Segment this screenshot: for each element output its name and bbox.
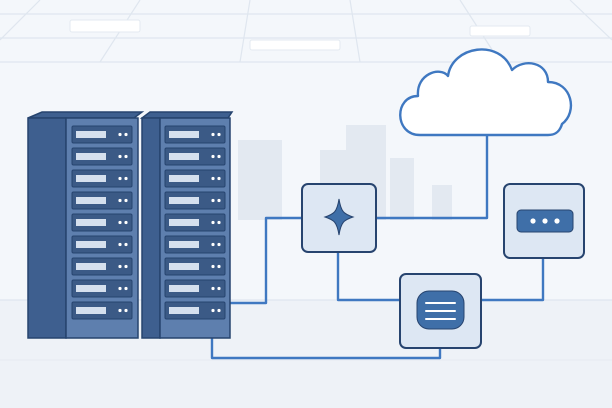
server-led — [211, 286, 215, 291]
server-unit — [71, 301, 133, 320]
server-led — [118, 242, 122, 247]
cloud-icon — [399, 48, 573, 137]
server-led — [118, 308, 122, 313]
line-sparkle-to-cloud — [374, 134, 489, 220]
server-led — [217, 220, 221, 225]
connector-lines — [210, 134, 545, 360]
server-unit — [71, 257, 133, 276]
server-unit — [71, 125, 133, 144]
server-led — [211, 154, 215, 159]
line-sparkle-to-storage — [336, 250, 402, 302]
ceiling-grid — [0, 0, 612, 63]
server-unit — [71, 147, 133, 166]
server-led — [118, 264, 122, 269]
server-unit — [164, 147, 226, 166]
server-unit — [71, 169, 133, 188]
server-rack-left — [27, 111, 145, 339]
storage-node — [399, 273, 482, 349]
server-led — [118, 198, 122, 203]
server-led — [217, 308, 221, 313]
server-rack-right — [139, 111, 234, 339]
ceiling-lights — [69, 19, 531, 51]
database-icon — [416, 290, 465, 330]
server-led — [118, 220, 122, 225]
server-unit — [71, 235, 133, 254]
server-led — [217, 198, 221, 203]
server-led — [217, 154, 221, 159]
server-unit — [164, 125, 226, 144]
server-unit — [164, 235, 226, 254]
server-led — [124, 264, 128, 269]
server-led — [217, 242, 221, 247]
line-storage-to-device — [479, 256, 545, 302]
server-unit — [71, 213, 133, 232]
server-led — [124, 308, 128, 313]
server-led — [211, 242, 215, 247]
server-unit — [71, 279, 133, 298]
server-led — [124, 176, 128, 181]
rack-left-slots — [71, 125, 133, 320]
server-led — [211, 264, 215, 269]
server-unit — [164, 257, 226, 276]
server-led — [217, 132, 221, 137]
device-node — [503, 183, 585, 259]
sparkle-icon — [323, 198, 355, 236]
server-unit — [164, 301, 226, 320]
server-unit — [164, 169, 226, 188]
server-led — [118, 176, 122, 181]
line-rack-to-storage — [210, 336, 442, 360]
server-unit — [71, 191, 133, 210]
server-unit — [164, 191, 226, 210]
server-led — [118, 132, 122, 137]
server-led — [124, 242, 128, 247]
server-led — [118, 286, 122, 291]
three-dots-device-icon — [516, 209, 574, 233]
server-led — [211, 220, 215, 225]
line-rack-to-sparkle — [228, 216, 304, 305]
server-unit — [164, 213, 226, 232]
server-rack-icon — [27, 111, 234, 339]
server-led — [217, 176, 221, 181]
server-led — [211, 132, 215, 137]
server-led — [118, 154, 122, 159]
server-led — [211, 176, 215, 181]
rack-right-slots — [164, 125, 226, 320]
server-unit — [164, 279, 226, 298]
server-led — [217, 264, 221, 269]
server-led — [124, 154, 128, 159]
sparkle-node — [301, 183, 377, 253]
server-led — [217, 286, 221, 291]
server-led — [211, 198, 215, 203]
server-led — [124, 286, 128, 291]
server-led — [124, 132, 128, 137]
server-led — [124, 220, 128, 225]
server-led — [124, 198, 128, 203]
server-led — [211, 308, 215, 313]
